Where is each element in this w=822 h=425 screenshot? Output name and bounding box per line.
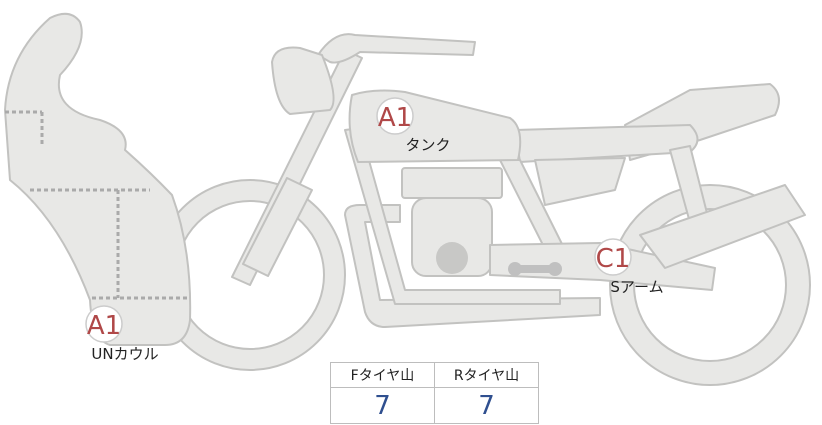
rear-panel <box>639 184 806 269</box>
marker-code: A1 <box>378 103 412 133</box>
marker-badge[interactable] <box>594 238 632 276</box>
front-fairing <box>4 12 192 346</box>
front-tire-value: 7 <box>330 387 435 424</box>
marker-swing-arm[interactable]: C1 Sアーム <box>594 238 664 296</box>
fairing-panel-lines <box>5 110 190 300</box>
seat <box>514 124 699 163</box>
handlebar <box>317 33 476 64</box>
pivot-rod <box>508 262 562 276</box>
marker-label: Sアーム <box>610 278 663 296</box>
engine-block <box>411 197 493 277</box>
marker-tank[interactable]: A1 タンク <box>376 97 451 154</box>
marker-un-cowl[interactable]: A1 UNカウル <box>85 305 159 363</box>
marker-code: C1 <box>596 244 631 274</box>
tire-tread-table: Fタイヤ山 Rタイヤ山 7 7 <box>330 362 539 424</box>
engine-head <box>401 167 503 199</box>
marker-code: A1 <box>87 311 121 341</box>
marker-label: UNカウル <box>91 345 158 363</box>
side-cover <box>534 157 626 206</box>
rear-tire-value: 7 <box>434 387 539 424</box>
table-value-row: 7 7 <box>330 387 539 424</box>
marker-label: タンク <box>405 136 450 154</box>
headlight <box>271 46 335 115</box>
fork-sleeve <box>242 177 313 277</box>
marker-badge[interactable] <box>376 97 414 135</box>
table-header-row: Fタイヤ山 Rタイヤ山 <box>330 362 539 388</box>
front-tire-header: Fタイヤ山 <box>330 362 435 388</box>
marker-badge[interactable] <box>85 305 123 343</box>
engine-cover <box>436 242 468 274</box>
rear-tire-header: Rタイヤ山 <box>434 362 539 388</box>
